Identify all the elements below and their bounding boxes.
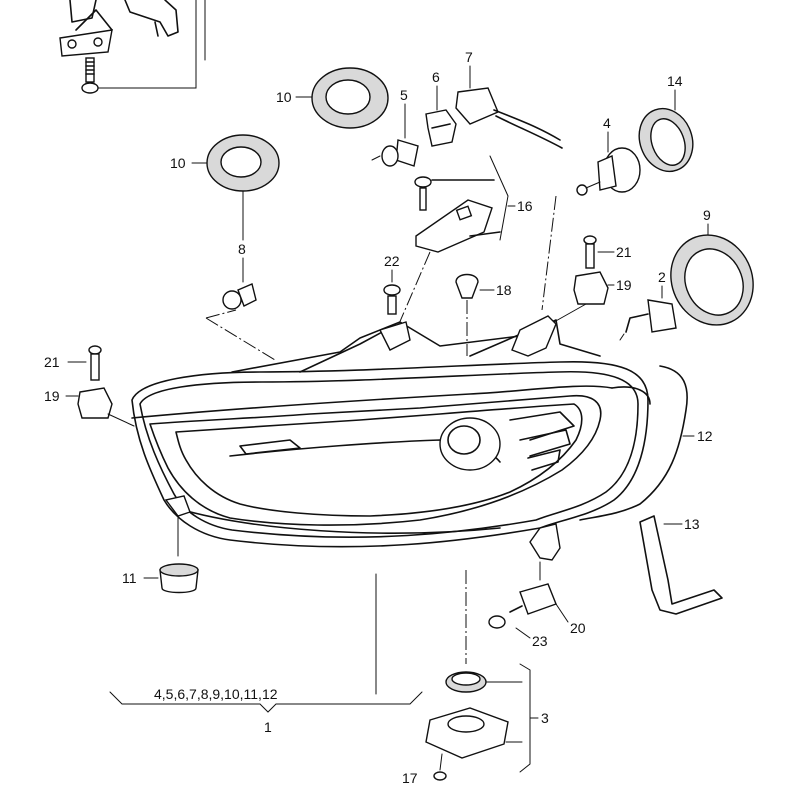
callout-17: 17 [402,770,418,786]
callout-7: 7 [465,49,473,65]
part-11-cap [143,517,199,594]
callout-12: 12 [697,428,713,444]
callout-21-right: 21 [616,244,632,260]
callout-5: 5 [400,87,408,103]
group-1-bracket [109,691,423,713]
part-21-19-right [553,235,615,323]
part-10-upper-seal [295,67,389,129]
callout-9: 9 [703,207,711,223]
part-7-connector [455,65,563,149]
part-2-xenon-bulb [619,285,677,341]
headlight-housing [131,315,651,561]
callout-16: 16 [517,198,533,214]
callout-4: 4 [603,115,611,131]
callout-20: 20 [570,620,586,636]
callout-18: 18 [496,282,512,298]
part-16-bracket [414,155,516,253]
callout-21-left: 21 [44,354,60,370]
part-13-hose [639,515,723,615]
part-10-left-seal [191,134,280,241]
part-6-holder [425,85,457,147]
callout-6: 6 [432,69,440,85]
callout-10-left: 10 [170,155,186,171]
part-4-bulb [576,131,641,196]
part-14-ring [638,89,694,173]
callout-19-left: 19 [44,388,60,404]
part-20-23-adjuster [488,561,569,639]
part-5-bulb [371,103,419,167]
callout-10-upper: 10 [276,89,292,105]
callout-group-1: 4,5,6,7,8,9,10,11,12 [154,686,278,702]
part-12-seal [579,365,695,521]
callout-11: 11 [122,570,137,586]
callout-2: 2 [658,269,666,285]
part-8-bulb [222,257,257,310]
part-18-clip [455,273,495,356]
callout-1: 1 [264,719,272,735]
callout-22: 22 [384,253,400,269]
part-3-control-unit [425,663,539,781]
top-bracket [59,0,206,94]
callout-23: 23 [532,633,548,649]
callout-8: 8 [238,241,246,257]
part-9-ring [670,223,754,326]
callout-14: 14 [667,73,683,89]
part-21-19-left [65,345,135,427]
callout-3: 3 [541,710,549,726]
part-22-screw [383,269,401,315]
callout-13: 13 [684,516,700,532]
callout-19-right: 19 [616,277,632,293]
